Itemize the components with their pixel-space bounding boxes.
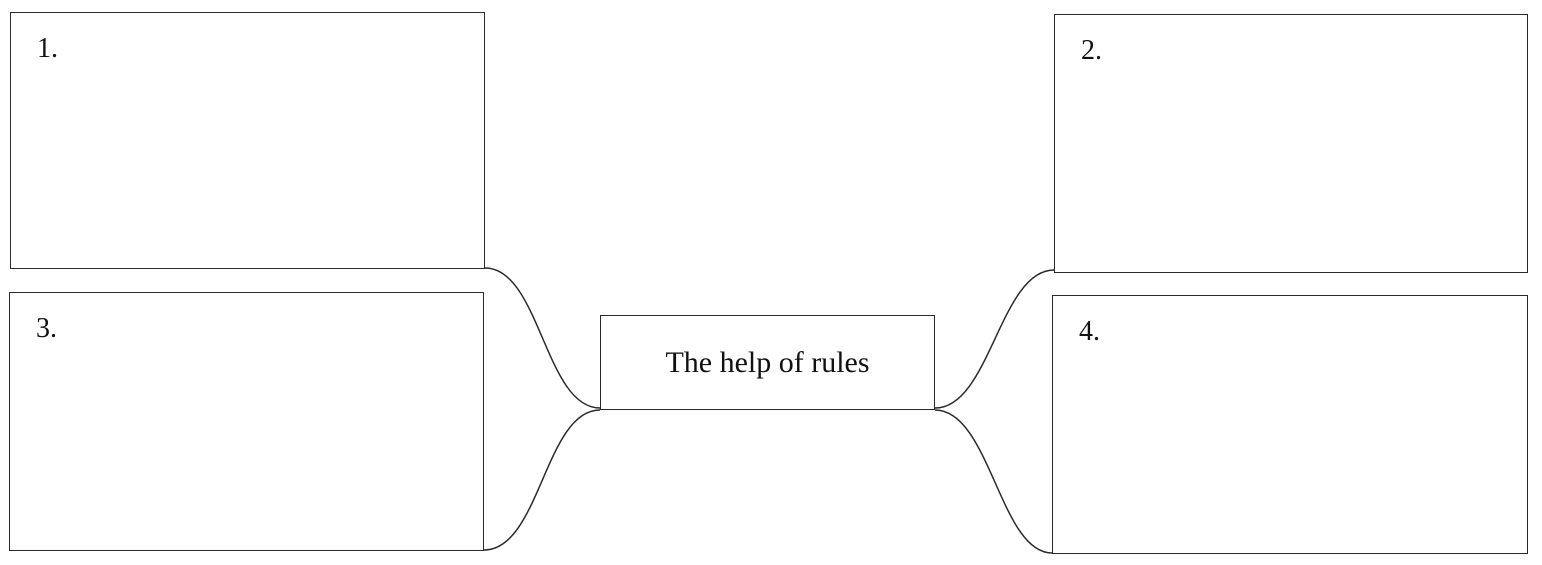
connector-box-4 — [934, 409, 1053, 554]
center-box: The help of rules — [600, 315, 935, 410]
box-4: 4. — [1052, 295, 1528, 554]
box-3-label: 3. — [36, 313, 57, 344]
connector-box-2 — [934, 269, 1055, 409]
connector-box-3 — [483, 409, 601, 551]
center-title: The help of rules — [665, 345, 870, 379]
box-3: 3. — [9, 292, 484, 551]
box-1-label: 1. — [37, 33, 58, 64]
box-2-label: 2. — [1081, 35, 1102, 66]
connector-box-1 — [484, 267, 601, 409]
box-4-label: 4. — [1079, 316, 1100, 347]
box-2: 2. — [1054, 14, 1528, 273]
box-1: 1. — [10, 12, 485, 269]
